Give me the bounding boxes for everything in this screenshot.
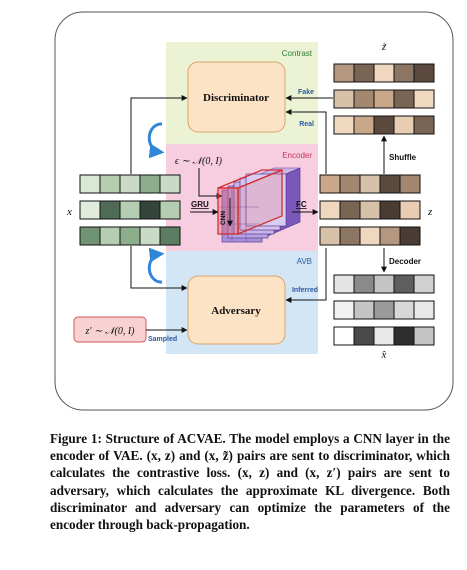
x-row-cell (119, 226, 141, 246)
z-row-cell (399, 226, 421, 246)
ztilde-row-cell (353, 63, 375, 83)
fake-label: Fake (298, 89, 314, 96)
x-row-cell (119, 200, 141, 220)
caption-text: The model employs a CNN layer in the enc… (50, 431, 450, 533)
zprime-prior-label: z′ ∼ 𝒩(0, I) (84, 326, 135, 337)
x-row-cell (139, 226, 161, 246)
x-row-cell (99, 174, 121, 194)
xhat-row-cell (393, 274, 415, 294)
sampled-label: Sampled (148, 336, 177, 343)
ztilde-row-cell (353, 115, 375, 135)
ztilde-row-cell (333, 89, 355, 109)
x-row-cell (159, 200, 181, 220)
x-row-cell (119, 174, 141, 194)
xhat-rows (333, 274, 435, 346)
z-row-cell (399, 174, 421, 194)
xhat-row-cell (353, 274, 375, 294)
avb-label: AVB (297, 257, 312, 266)
x-row-cell (159, 174, 181, 194)
backprop-arrow-bottom (147, 247, 165, 284)
z-row-cell (339, 200, 361, 220)
encoder-label: Encoder (282, 151, 312, 160)
z-row-cell (319, 226, 341, 246)
adversary-label: Adversary (211, 305, 261, 317)
ztilde-row-cell (413, 63, 435, 83)
ztilde-row-cell (413, 115, 435, 135)
shuffle-label: Shuffle (389, 153, 417, 162)
xhat-row-cell (333, 274, 355, 294)
ztilde-row-cell (373, 89, 395, 109)
x-rows (79, 174, 181, 246)
ztilde-row-cell (333, 63, 355, 83)
z-row-cell (359, 200, 381, 220)
xhat-row-cell (393, 326, 415, 346)
cnn-label: CNN (220, 211, 227, 225)
xhat-row-cell (353, 300, 375, 320)
xhat-row-cell (413, 326, 435, 346)
cnn-block (217, 167, 301, 243)
ztilde-row-cell (373, 115, 395, 135)
x-row-cell (139, 200, 161, 220)
z-label: z (427, 206, 433, 218)
real-arrow (285, 109, 327, 174)
x-row-cell (79, 174, 101, 194)
x-row-cell (139, 174, 161, 194)
x-row-cell (79, 200, 101, 220)
xhat-row-cell (373, 326, 395, 346)
xhat-row-cell (333, 300, 355, 320)
backprop-arrow-top (147, 122, 165, 159)
decoder-label: Decoder (389, 257, 421, 266)
xhat-row-cell (333, 326, 355, 346)
ztilde-row-cell (393, 89, 415, 109)
ztilde-row-cell (393, 115, 415, 135)
z-row-cell (359, 226, 381, 246)
ztilde-row-cell (333, 115, 355, 135)
z-row-cell (379, 174, 401, 194)
fc-label: FC (296, 200, 307, 209)
inferred-arrow (285, 248, 327, 303)
xhat-row-cell (373, 274, 395, 294)
xhat-row-cell (413, 274, 435, 294)
z-row-cell (359, 174, 381, 194)
x-label: x (66, 206, 72, 218)
real-label: Real (299, 121, 314, 128)
z-row-cell (319, 200, 341, 220)
z-row-cell (379, 226, 401, 246)
ztilde-row-cell (353, 89, 375, 109)
epsilon-arrow (198, 168, 223, 199)
z-row-cell (379, 200, 401, 220)
ztilde-rows (333, 63, 435, 135)
gru-label: GRU (191, 200, 209, 209)
z-rows (319, 174, 421, 246)
ztilde-row-cell (393, 63, 415, 83)
z-row-cell (399, 200, 421, 220)
acvae-diagram: Contrast Encoder AVB Discriminator Adver… (54, 11, 454, 411)
xhat-row-cell (373, 300, 395, 320)
ztilde-row-cell (373, 63, 395, 83)
xhat-label: x̂ (381, 349, 387, 361)
caption-label: Figure 1: Structure of ACVAE. (50, 431, 226, 446)
x-row-cell (99, 200, 121, 220)
x-to-discriminator-arrow (130, 95, 188, 174)
contrast-label: Contrast (282, 49, 313, 58)
z-row-cell (319, 174, 341, 194)
ztilde-row-cell (413, 89, 435, 109)
xhat-row-cell (393, 300, 415, 320)
x-row-cell (99, 226, 121, 246)
ztilde-label: z̃ (381, 41, 387, 53)
x-to-adversary-arrow (130, 246, 188, 291)
xhat-row-cell (413, 300, 435, 320)
z-row-cell (339, 174, 361, 194)
x-row-cell (79, 226, 101, 246)
figure-caption: Figure 1: Structure of ACVAE. The model … (50, 430, 450, 533)
x-row-cell (159, 226, 181, 246)
xhat-row-cell (353, 326, 375, 346)
adversary-box (187, 275, 286, 345)
discriminator-box (187, 61, 286, 133)
inferred-label: Inferred (292, 287, 318, 294)
z-row-cell (339, 226, 361, 246)
discriminator-label: Discriminator (203, 92, 269, 104)
epsilon-label: ϵ ∼ 𝒩(0, I) (175, 156, 223, 167)
